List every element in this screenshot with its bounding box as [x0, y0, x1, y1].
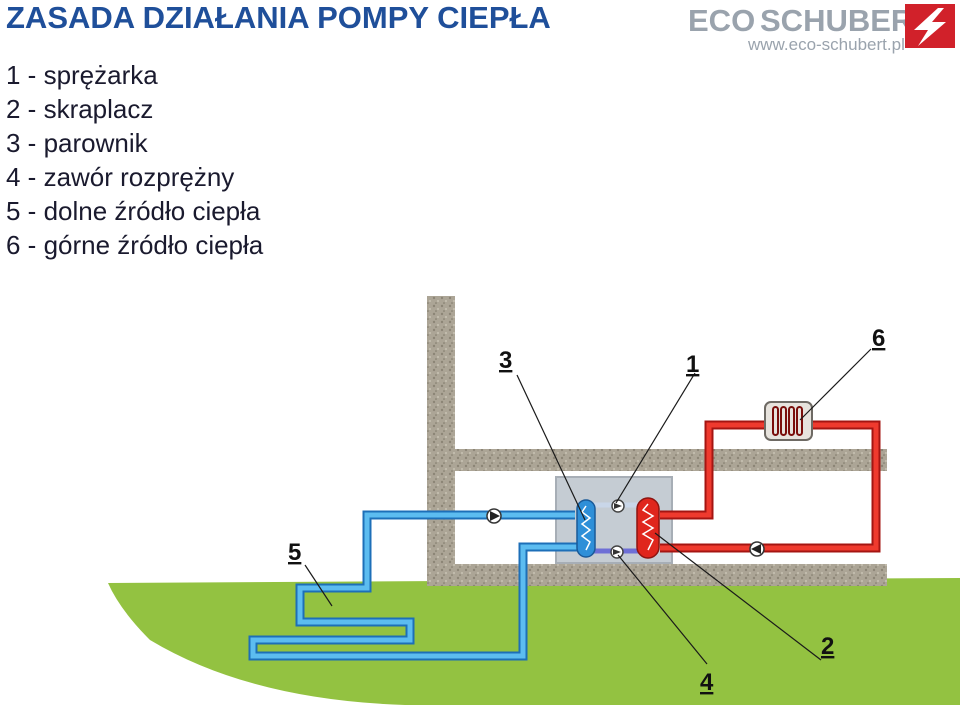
- lightning-bolt-icon: [905, 4, 955, 48]
- legend-item-upper-source: 6 - górne źródło ciepła: [6, 230, 264, 260]
- callout-leader-lines: [304, 348, 872, 665]
- building-floor-ceiling: [427, 449, 887, 471]
- callout-label-6: 6: [872, 325, 885, 352]
- circulation-pump-icon-cold: [486, 508, 502, 524]
- eco-schubert-logo: ECO SCHUBERT www.eco-schubert.pl: [688, 3, 955, 54]
- callout-label-3: 3: [499, 347, 512, 374]
- evaporator-icon: [576, 499, 596, 558]
- logo-schubert-text: SCHUBERT: [760, 3, 932, 38]
- legend-item-condenser: 2 - skraplacz: [6, 94, 154, 124]
- building-floor-base: [427, 564, 887, 586]
- legend-list: 1 - sprężarka 2 - skraplacz 3 - parownik…: [6, 58, 263, 262]
- callout-label-1: 1: [686, 351, 699, 378]
- condenser-icon: [636, 497, 660, 559]
- legend-item-expansion-valve: 4 - zawór rozprężny: [6, 162, 235, 192]
- logo-eco-text: ECO: [688, 3, 755, 38]
- expansion-valve-icon: [610, 545, 624, 559]
- legend-item-compressor: 1 - sprężarka: [6, 60, 158, 90]
- radiator-icon: [764, 401, 813, 441]
- legend-item-evaporator: 3 - parownik: [6, 128, 148, 158]
- lower-source-ground-loop: [248, 510, 590, 661]
- callout-label-4: 4: [700, 669, 714, 696]
- upper-source-heating-loop: [660, 420, 881, 553]
- ground-area: [108, 578, 960, 705]
- compressor-icon: [611, 499, 625, 513]
- circulation-pump-icon-hot: [749, 541, 765, 557]
- callout-label-2: 2: [821, 633, 834, 660]
- page-title: ZASADA DZIAŁANIA POMPY CIEPŁA: [6, 0, 551, 35]
- logo-url-text: www.eco-schubert.pl: [747, 35, 905, 54]
- legend-item-lower-source: 5 - dolne źródło ciepła: [6, 196, 261, 226]
- building-wall-vertical: [427, 296, 455, 586]
- callout-label-5: 5: [288, 539, 301, 566]
